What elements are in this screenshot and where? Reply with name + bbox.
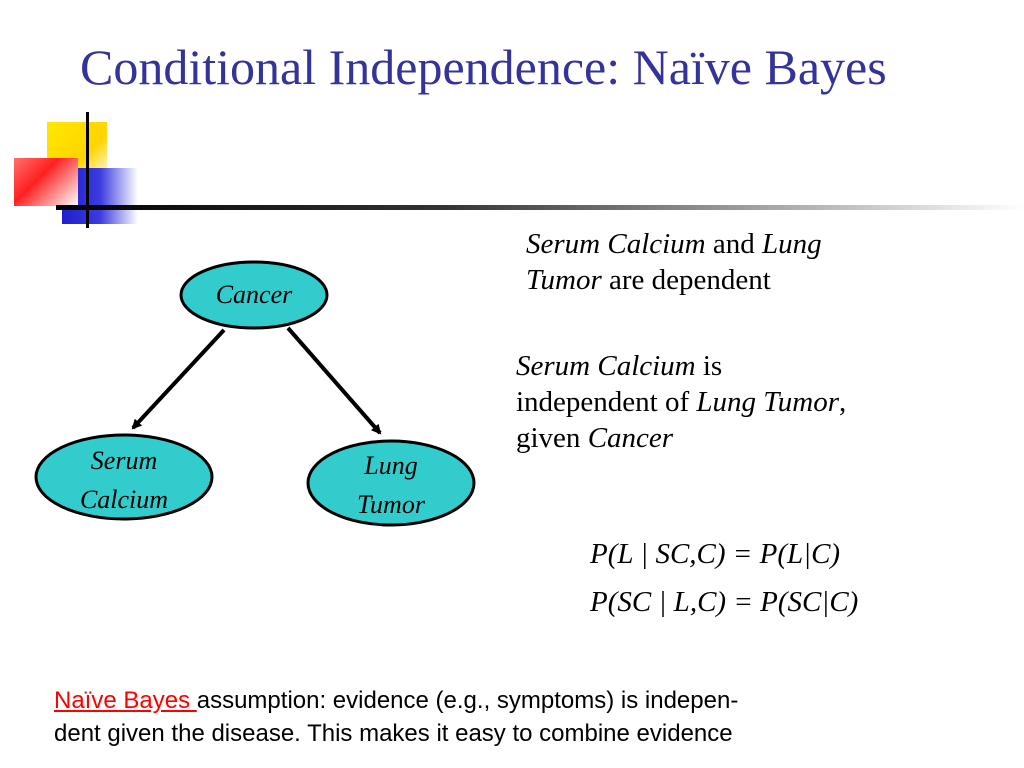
dependence-term-2b: Tumor (526, 264, 602, 296)
node-serum-calcium-label-1: Serum (91, 446, 157, 475)
independence-statement: Serum Calcium is independent of Lung Tum… (516, 348, 996, 456)
independence-term-3: Cancer (587, 422, 674, 454)
naive-bayes-link[interactable]: Naïve Bayes (54, 687, 197, 714)
independence-term-2: Lung Tumor (696, 386, 840, 418)
node-lung-tumor-label-2: Tumor (357, 490, 426, 519)
equation-1: P(L | SC,C) = P(L|C) (590, 538, 841, 570)
independence-given: given (516, 422, 588, 454)
decor-red-square (14, 158, 78, 206)
independence-is: is (695, 350, 723, 382)
node-cancer: Cancer (179, 260, 329, 330)
bayes-network-diagram: Cancer Serum Calcium Lung Tumor (34, 260, 476, 527)
node-serum-calcium-label-2: Calcium (80, 485, 168, 514)
edge-cancer-to-lung-tumor (286, 326, 382, 435)
dependence-term-2a: Lung (762, 228, 822, 260)
node-lung-tumor-label-1: Lung (363, 451, 417, 480)
footnote: Naïve Bayes assumption: evidence (e.g., … (54, 684, 994, 750)
dependence-connector: and (705, 228, 762, 260)
node-lung-tumor: Lung Tumor (306, 439, 476, 527)
slide-title: Conditional Independence: Naïve Bayes (80, 39, 887, 95)
footnote-line-1: assumption: evidence (e.g., symptoms) is… (196, 687, 739, 714)
dependence-statement: Serum Calcium and Lung Tumor are depende… (526, 226, 946, 298)
edge-cancer-to-serum-calcium (131, 328, 226, 430)
independence-comma: , (839, 386, 847, 418)
independence-term-1: Serum Calcium (516, 350, 696, 382)
dependence-predicate: are dependent (601, 264, 771, 296)
title-underline (56, 205, 1024, 210)
footnote-line-2: dent given the disease. This makes it ea… (54, 720, 733, 747)
equation-2: P(SC | L,C) = P(SC|C) (590, 586, 859, 618)
node-cancer-label: Cancer (216, 280, 293, 309)
node-serum-calcium: Serum Calcium (34, 433, 214, 521)
independence-of: independent of (516, 386, 697, 418)
decor-vertical-line (86, 112, 89, 228)
dependence-term-1: Serum Calcium (526, 228, 706, 260)
